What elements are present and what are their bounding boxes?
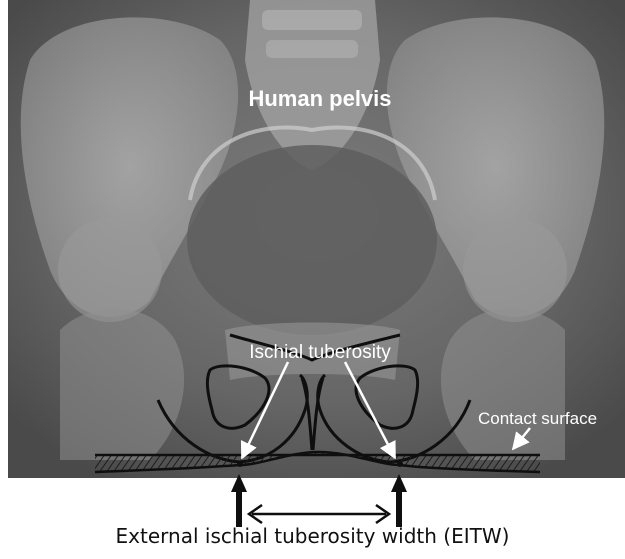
- right-contact-point: [397, 461, 403, 467]
- pelvis-title: Human pelvis: [248, 86, 391, 111]
- contact-surface-label: Contact surface: [478, 409, 597, 428]
- ischial-tuberosity-label: Ischial tuberosity: [249, 342, 391, 363]
- eitw-measurement: [231, 474, 407, 527]
- eitw-caption: External ischial tuberosity width (EITW): [0, 524, 625, 548]
- left-contact-point: [237, 461, 243, 467]
